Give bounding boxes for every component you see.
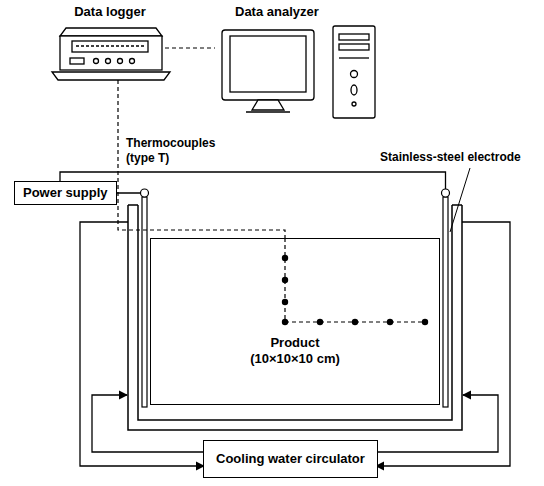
node-text: Data analyzer <box>235 4 385 20</box>
logger-device <box>94 59 99 64</box>
node-text: (10×10×10 cm) <box>250 351 340 367</box>
cooling-pipe <box>376 222 510 466</box>
ohmic-cell <box>128 205 462 430</box>
thermocouple-probe <box>282 319 288 325</box>
computer-unit: Data analyzer <box>215 4 385 120</box>
electrode-plate <box>442 189 450 197</box>
logger-device <box>76 45 144 46</box>
logger-unit: Data logger <box>55 4 165 80</box>
computer-picture <box>230 36 306 92</box>
thermocouple-wire <box>118 80 285 238</box>
computer-picture <box>222 30 314 100</box>
logger-device <box>118 59 123 64</box>
circulator-box: Cooling water circulator <box>203 440 378 478</box>
logger-device <box>52 72 170 80</box>
computer-picture <box>222 26 375 118</box>
cooling-pipe <box>80 222 510 466</box>
thermocouple-probe <box>317 319 323 325</box>
thermocouple-probe <box>282 255 288 261</box>
logger-device <box>72 41 148 52</box>
node-text: Power supply <box>23 185 108 201</box>
computer-picture <box>339 44 369 50</box>
thermocouple-probe <box>387 319 393 325</box>
computer-picture <box>333 26 375 118</box>
thermocouple-probe <box>282 277 288 283</box>
ohmic-cell <box>128 205 462 430</box>
logger-device <box>130 59 135 64</box>
computer-picture <box>339 57 369 58</box>
logger-device <box>60 36 162 70</box>
edge-label: Thermocouples (type T) <box>126 136 230 166</box>
computer-picture <box>352 102 356 106</box>
node-text: Cooling water circulator <box>216 451 365 467</box>
logger-device <box>60 28 162 36</box>
ohmic-cell <box>128 204 462 206</box>
thermocouple-probe <box>285 238 425 322</box>
computer-picture <box>246 111 290 112</box>
node-text: Product <box>270 335 319 351</box>
ohmic-cell <box>138 205 452 420</box>
electrode-plate <box>141 189 450 407</box>
thermocouple-probe <box>352 319 358 325</box>
cooling-pipe <box>80 222 204 466</box>
computer-picture <box>252 100 284 110</box>
electrode-plate <box>141 189 149 197</box>
computer-picture <box>351 85 357 95</box>
node-text: Data logger <box>55 4 165 20</box>
thermocouple-probe <box>282 238 428 325</box>
computer-picture <box>351 71 358 78</box>
electrode-plate <box>142 197 147 407</box>
part-label: Stainless-steel electrode <box>380 150 521 165</box>
power-wire <box>60 172 446 193</box>
logger-device <box>70 58 84 64</box>
electrode-plate <box>443 197 448 407</box>
computer-picture <box>339 34 369 40</box>
data-cable <box>165 47 215 48</box>
product-box: Product(10×10×10 cm) <box>150 238 440 405</box>
thermocouple-probe <box>422 319 428 325</box>
logger-device <box>52 28 170 80</box>
thermocouple-probe <box>282 299 288 305</box>
power-supply-box: Power supply <box>14 181 117 205</box>
logger-device <box>106 59 111 64</box>
thermocouple-probe <box>282 255 428 325</box>
